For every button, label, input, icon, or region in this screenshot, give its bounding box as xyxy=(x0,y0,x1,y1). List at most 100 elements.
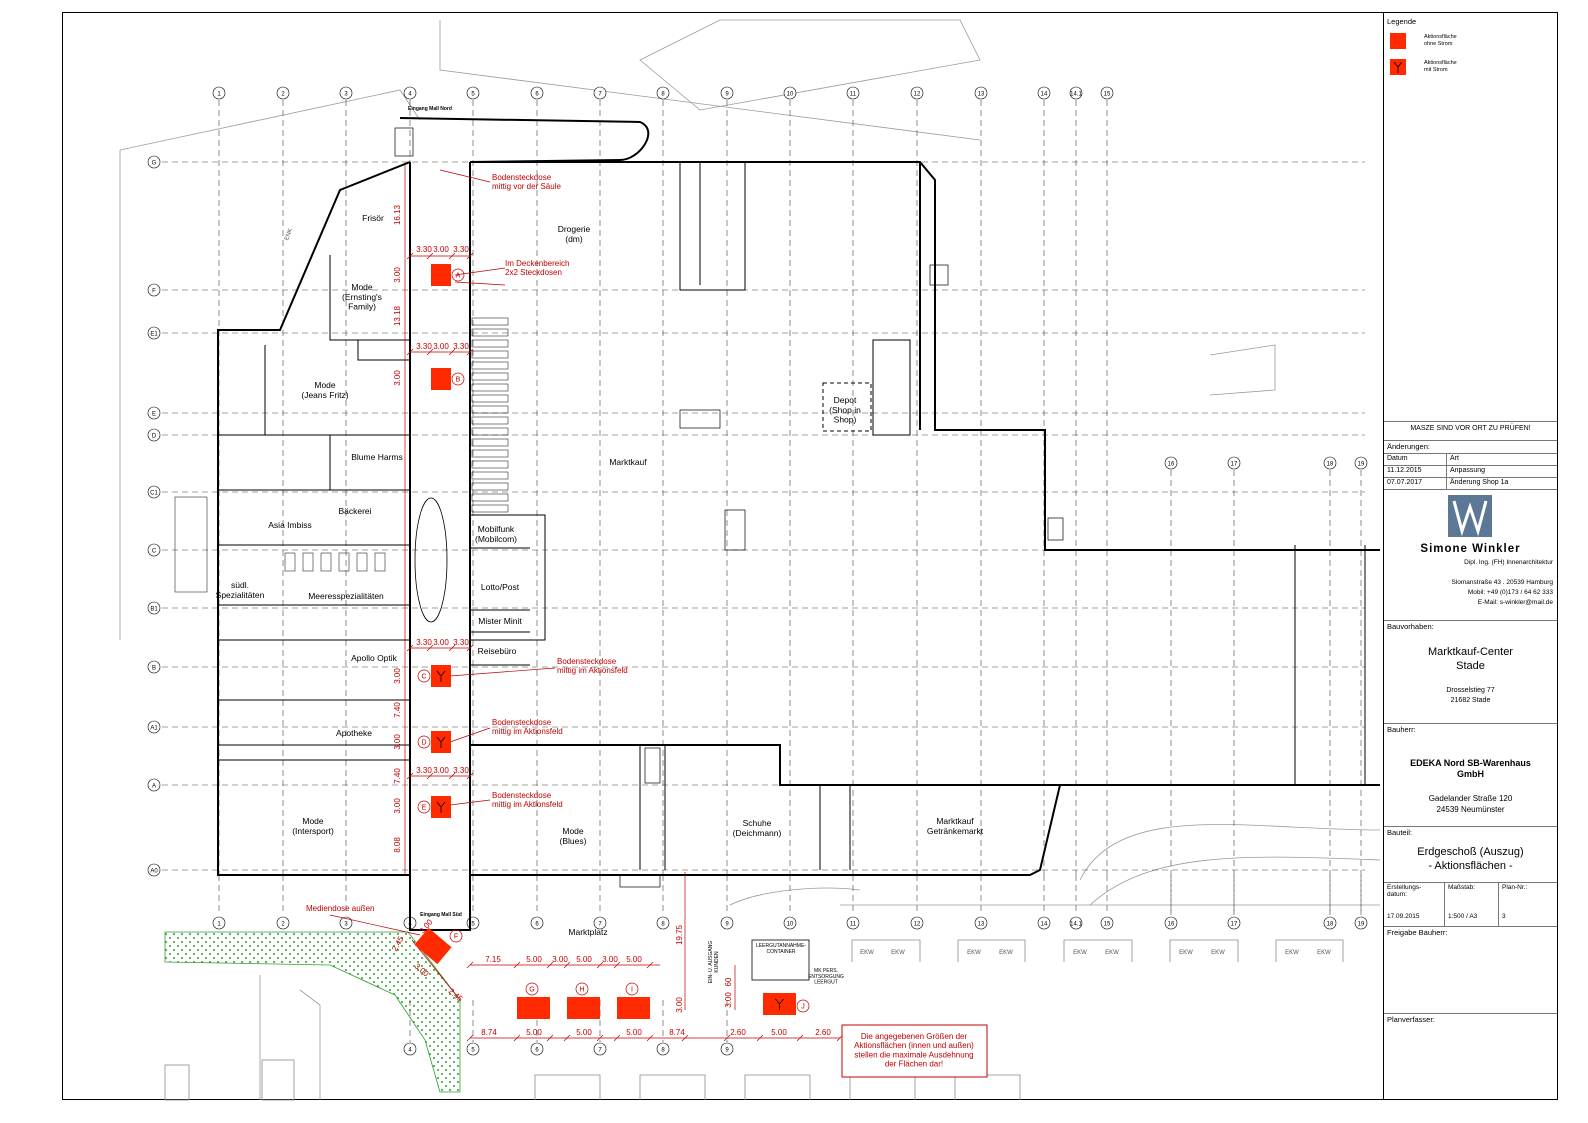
svg-text:18: 18 xyxy=(1327,461,1334,467)
grid-axis-left-C: C xyxy=(147,543,161,557)
grid-axis-top-15: 15 xyxy=(1100,86,1114,100)
svg-text:12: 12 xyxy=(914,921,921,927)
svg-text:4: 4 xyxy=(408,1047,412,1053)
grid-axis-bottom-7: 7 xyxy=(593,916,607,930)
grid-axis-top-3: 3 xyxy=(339,86,353,100)
dim: 3.00 xyxy=(433,766,449,775)
grid-vertical xyxy=(218,100,1362,1042)
note-mediendose: Mediendose außen xyxy=(306,904,375,913)
dim: 3.00 xyxy=(393,370,402,386)
mall-seating xyxy=(174,317,509,593)
svg-text:14: 14 xyxy=(1041,91,1048,97)
dim: 8.74 xyxy=(669,1028,685,1037)
grid-axis-lower: 7 xyxy=(593,1042,607,1056)
action-area-label: I xyxy=(631,987,633,994)
svg-text:1: 1 xyxy=(217,921,221,927)
client-label: Bauherr: xyxy=(1387,725,1416,734)
grid-axis-bottom-18: 18 xyxy=(1323,916,1337,930)
ekw-label: EKW xyxy=(1179,950,1193,956)
action-area-d: D xyxy=(417,731,451,753)
action-area-label: J xyxy=(801,1004,805,1011)
ekw-label: EKW xyxy=(1105,950,1119,956)
action-area-i: I xyxy=(617,982,650,1019)
grid-axis-top-12: 12 xyxy=(910,86,924,100)
created-label: Erstellungs- datum: xyxy=(1387,884,1422,898)
svg-text:4: 4 xyxy=(408,91,412,97)
label-frisoer: Frisör xyxy=(362,213,384,223)
dim: 5.00 xyxy=(576,955,592,964)
change-date: 11.12.2015 xyxy=(1387,467,1422,474)
dim: 2.60 xyxy=(815,1028,831,1037)
action-area-c: C xyxy=(417,665,451,687)
svg-text:5: 5 xyxy=(471,1047,475,1053)
dim: 2.60 xyxy=(730,1028,746,1037)
dim: 3.30 xyxy=(453,638,469,647)
svg-text:18: 18 xyxy=(1327,921,1334,927)
building-walls xyxy=(217,117,1380,931)
svg-text:15: 15 xyxy=(1104,921,1111,927)
svg-text:16: 16 xyxy=(1168,921,1175,927)
svg-text:A1: A1 xyxy=(150,725,158,731)
grid-axis-top-9: 9 xyxy=(720,86,734,100)
label-drogerie: Drogerie(dm) xyxy=(558,224,591,244)
ekw-label: EKW xyxy=(1285,950,1299,956)
client-name: EDEKA Nord SB-Warenhaus GmbH xyxy=(1410,758,1531,779)
svg-text:E1: E1 xyxy=(150,331,158,337)
grid-axis-left-G: G xyxy=(147,155,161,169)
grid-horizontal xyxy=(162,161,1365,871)
svg-text:8: 8 xyxy=(661,91,665,97)
grid-axis-top-4: 4 xyxy=(403,86,417,100)
designer-mobile: Mobil: +49 (0)173 / 64 62 333 xyxy=(1467,589,1553,596)
svg-text:D: D xyxy=(152,433,157,439)
action-area-f: F xyxy=(414,927,463,965)
plug-icon xyxy=(436,801,446,813)
svg-text:5: 5 xyxy=(471,91,475,97)
grid-axis-left-C1: C1 xyxy=(147,485,161,499)
svg-text:17: 17 xyxy=(1231,461,1238,467)
svg-text:6: 6 xyxy=(535,1047,539,1053)
grid-axis-left-E1: E1 xyxy=(147,326,161,340)
label-baeckerei: Bäckerei xyxy=(338,506,371,516)
dim: 3.00 xyxy=(393,668,402,684)
dim: 13.18 xyxy=(393,305,402,326)
dim: 5.00 xyxy=(526,1028,542,1037)
grid-axis-left-B: B xyxy=(147,660,161,674)
svg-text:19: 19 xyxy=(1358,461,1365,467)
grid-axis-top-14.1: 14.1 xyxy=(1069,86,1082,100)
grid-axis-lower: 9 xyxy=(720,1042,734,1056)
plug-icon xyxy=(775,998,784,1010)
grid-axis-bottom-16: 16 xyxy=(1164,916,1178,930)
grid-axis-lower: 8 xyxy=(656,1042,670,1056)
grid-axis-left-F: F xyxy=(147,283,161,297)
designer-logo xyxy=(1448,495,1492,537)
svg-text:13: 13 xyxy=(978,91,985,97)
svg-text:12: 12 xyxy=(914,91,921,97)
svg-text:15: 15 xyxy=(1104,91,1111,97)
grid-axis-lower: 4 xyxy=(403,1042,417,1056)
action-area-a: A xyxy=(431,264,465,286)
planno-value: 3 xyxy=(1502,913,1506,920)
svg-text:1: 1 xyxy=(217,91,221,97)
entrance-south: Eingang Mall Süd xyxy=(420,912,462,918)
green-area xyxy=(164,931,461,1093)
label-mister-minit: Mister Minit xyxy=(478,616,522,626)
grid-axis-top-14: 14 xyxy=(1037,86,1051,100)
created-date: 17.09.2015 xyxy=(1387,913,1420,920)
grid-axis-bottom-14.1: 14.1 xyxy=(1069,916,1082,930)
plug-icon xyxy=(436,670,446,682)
title-block: Legende Aktionsfläche ohne Strom Aktions… xyxy=(1383,13,1557,1099)
grid-axis-lower: 6 xyxy=(530,1042,544,1056)
grid-axis-bottom-14: 14 xyxy=(1037,916,1051,930)
grid-axis-left-B1: B1 xyxy=(147,601,161,615)
dim: 3.30 xyxy=(453,245,469,254)
dim: 3.30 xyxy=(416,638,432,647)
project-address: Drosselstieg 77 21682 Stade xyxy=(1446,687,1495,704)
grid-axis-top-11: 11 xyxy=(846,86,860,100)
dim: 3.30 xyxy=(453,342,469,351)
author-label: Planverfasser: xyxy=(1387,1015,1435,1024)
site-context xyxy=(119,19,1381,1100)
grid-axis-top-7: 7 xyxy=(593,86,607,100)
